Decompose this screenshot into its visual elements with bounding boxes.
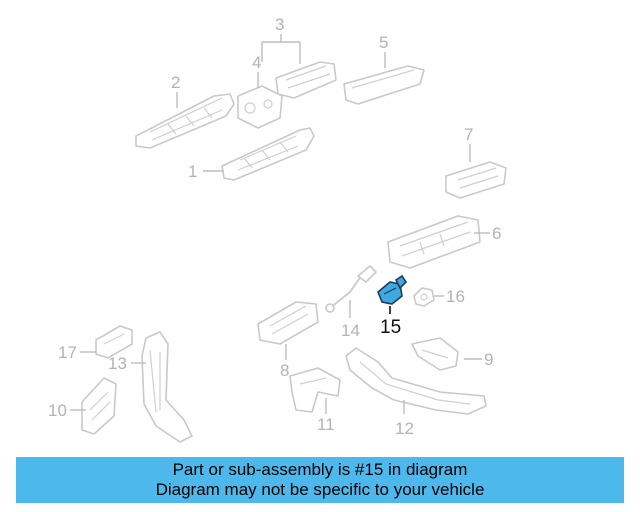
part-1 [221,127,315,181]
callout-10: 10 [48,401,67,420]
callout-12: 12 [395,419,414,438]
callout-11: 11 [317,415,335,434]
leader-3 [261,34,301,64]
part-3 [275,61,337,99]
part-15-highlighted[interactable] [377,274,408,305]
part-14 [325,265,377,313]
callout-13: 13 [108,354,127,373]
part-17 [95,325,133,359]
callout-1: 1 [188,162,197,181]
callout-14: 14 [341,321,360,340]
banner-line-2: Diagram may not be specific to your vehi… [155,480,485,499]
callout-8: 8 [280,361,289,380]
callout-9: 9 [484,350,493,369]
part-13 [141,331,193,443]
part-2 [135,93,235,149]
info-banner: Part or sub-assembly is #15 in diagram D… [16,457,624,503]
parts-diagram: 1 2 3 4 5 7 6 [48,15,507,443]
part-6 [387,215,481,269]
callout-5: 5 [379,33,388,52]
part-5 [343,65,425,105]
part-10 [81,377,117,435]
part-12 [345,347,487,415]
part-8 [257,301,319,345]
callout-4: 4 [252,53,261,72]
callout-3: 3 [275,15,284,34]
callout-15: 15 [380,317,401,338]
part-11 [289,367,341,413]
callout-16: 16 [446,287,465,306]
callout-7: 7 [464,125,473,144]
part-4 [237,85,283,129]
callout-2: 2 [171,73,180,92]
callout-6: 6 [492,224,501,243]
parts-diagram-svg: 1 2 3 4 5 7 6 [48,15,507,443]
part-16 [413,287,435,307]
banner-line-1: Part or sub-assembly is #15 in diagram [172,460,468,479]
callout-17: 17 [58,343,77,362]
part-7 [445,161,507,199]
part-9 [411,337,459,371]
